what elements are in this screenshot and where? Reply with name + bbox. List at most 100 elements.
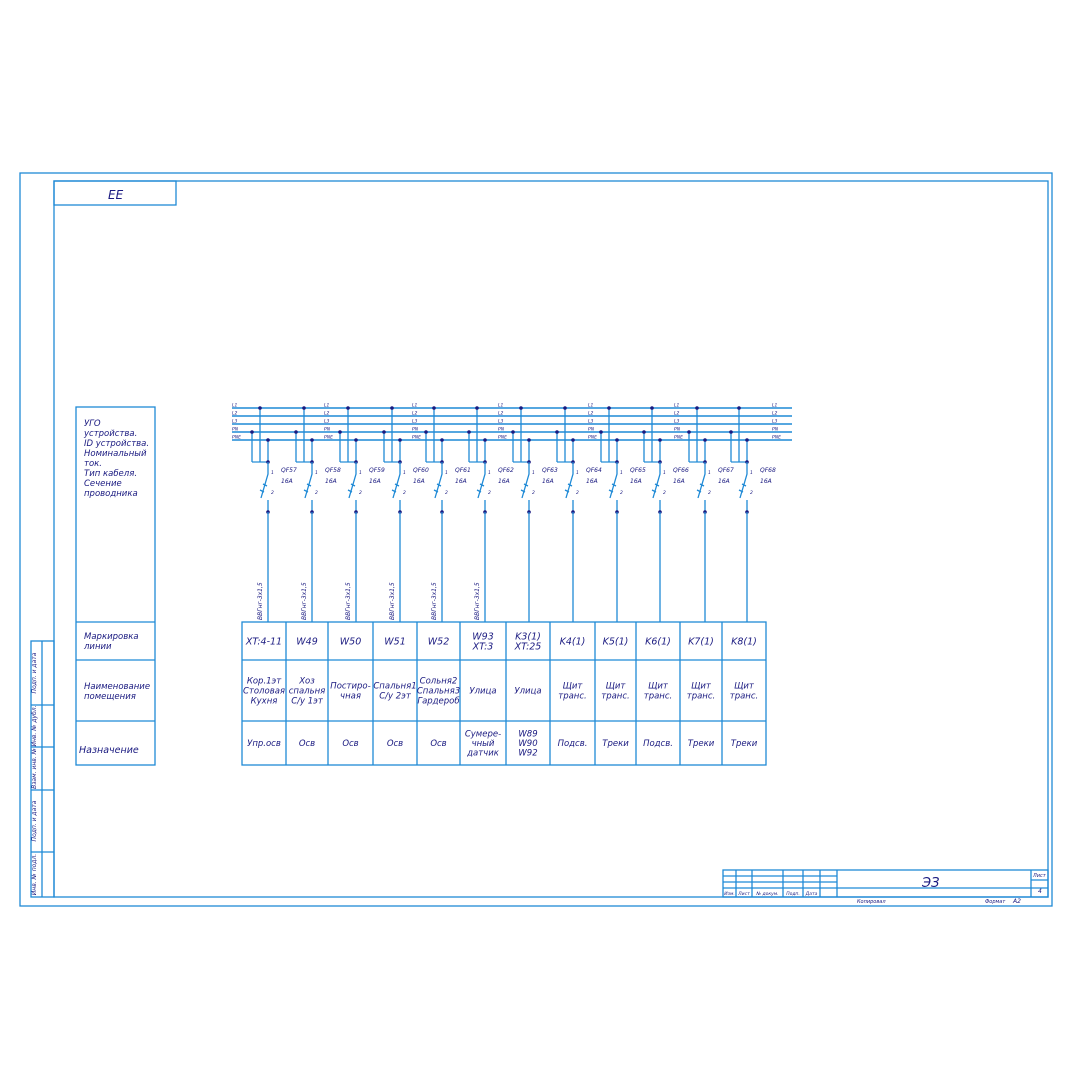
binding-label: Подп. и дата — [31, 800, 38, 841]
breaker-symbol — [391, 462, 401, 512]
line-marking: K3(1) — [515, 631, 541, 642]
binding-label: Взам. инв. № — [31, 748, 38, 789]
busbar-label: PNE — [232, 435, 241, 441]
breaker-pole-label: 2 — [576, 490, 579, 496]
junction-node — [382, 430, 386, 434]
breaker-pole-label: 2 — [445, 490, 448, 496]
room-name: Кухня — [251, 696, 278, 706]
breaker-id: QF65 — [630, 467, 646, 474]
busbar-label: PNE — [324, 435, 333, 441]
junction-node — [483, 438, 487, 442]
stamp-header: Дата — [805, 891, 818, 897]
breaker-id: QF58 — [325, 467, 341, 474]
breaker-rating: 16A — [498, 478, 510, 485]
breaker-symbol — [738, 462, 748, 512]
breaker-pole-label: 1 — [488, 470, 491, 476]
busbar-label: L3 — [588, 419, 594, 425]
breaker-pole-label: 1 — [708, 470, 711, 476]
room-name: транс. — [558, 691, 587, 701]
sheet-number: 4 — [1038, 888, 1042, 895]
breaker-rating: 16A — [281, 478, 293, 485]
junction-node — [398, 438, 402, 442]
junction-node — [527, 438, 531, 442]
line-purpose: Осв — [430, 739, 446, 749]
junction-node — [310, 438, 314, 442]
format-value: A2 — [1012, 898, 1021, 905]
busbar-label: L1 — [674, 403, 680, 409]
cable-type: ВВГнг-3х1,5 — [431, 582, 438, 620]
junction-node — [599, 430, 603, 434]
sheet-label: Лист — [1032, 873, 1047, 879]
junction-node — [424, 430, 428, 434]
busbar-label: PN — [674, 427, 681, 433]
breaker-pole-label: 2 — [488, 490, 491, 496]
busbar-label: L1 — [588, 403, 594, 409]
line-purpose: Осв — [299, 739, 315, 749]
line-marking: K5(1) — [603, 636, 629, 647]
busbar-label: PNE — [412, 435, 421, 441]
breaker-pole-label: 1 — [315, 470, 318, 476]
room-name: Спальня1 — [373, 681, 416, 691]
busbar-label: L2 — [674, 411, 680, 417]
breaker-pole-label: 1 — [620, 470, 623, 476]
legend-header-text: ток. — [84, 459, 102, 469]
breaker-symbol — [433, 462, 443, 512]
junction-node — [729, 430, 733, 434]
junction-node — [687, 430, 691, 434]
breaker-pole-label: 2 — [750, 490, 753, 496]
line-marking: K4(1) — [560, 636, 586, 647]
stamp-header: Изм. — [724, 891, 735, 897]
line-marking: W52 — [428, 636, 449, 647]
room-name: Улица — [514, 686, 541, 696]
room-name: транс. — [730, 691, 759, 701]
breaker-id: QF59 — [369, 467, 385, 474]
breaker-pole-label: 1 — [359, 470, 362, 476]
legend-marking-text: Маркировка — [84, 632, 139, 642]
busbar-label: L3 — [674, 419, 680, 425]
legend-box — [75, 406, 156, 766]
busbar-label: PN — [324, 427, 331, 433]
room-name: Постиро- — [330, 681, 370, 691]
copied-label: Копировал — [857, 899, 886, 905]
legend-header-text: УГО — [84, 419, 101, 429]
line-marking: XT:25 — [514, 641, 542, 652]
legend-header-text: Тип кабеля. — [84, 469, 137, 479]
breaker-pole-label: 2 — [315, 490, 318, 496]
line-purpose: датчик — [466, 748, 500, 758]
room-name: Щит — [734, 681, 755, 691]
junction-node — [266, 438, 270, 442]
busbar-label: PN — [498, 427, 505, 433]
junction-node — [703, 438, 707, 442]
corner-code-box — [53, 180, 177, 206]
stamp-header: Лист — [737, 891, 750, 897]
cable-type: ВВГнг-3х1,5 — [389, 582, 396, 620]
breaker-rating: 16A — [542, 478, 554, 485]
breaker-pole-label: 2 — [708, 490, 711, 496]
busbar-label: L1 — [772, 403, 778, 409]
breaker-symbol — [259, 462, 269, 512]
breaker-symbol — [303, 462, 313, 512]
line-marking: W50 — [340, 636, 361, 647]
busbar-label: PNE — [588, 435, 597, 441]
title-block — [722, 869, 1049, 898]
breaker-pole-label: 1 — [576, 470, 579, 476]
breaker-id: QF60 — [413, 467, 429, 474]
binding-label: Инв. № подл. — [31, 854, 38, 895]
stamp-header: Подп. — [786, 891, 800, 897]
breaker-rating: 16A — [673, 478, 685, 485]
junction-node — [650, 406, 654, 410]
breaker-pole-label: 2 — [532, 490, 535, 496]
room-name: Спальня3 — [417, 686, 460, 696]
line-purpose: Треки — [731, 739, 758, 749]
legend-header-text: проводника — [84, 489, 138, 499]
line-marking: K7(1) — [688, 636, 714, 647]
corner-code: ЕЕ — [108, 188, 124, 202]
breaker-pole-label: 1 — [532, 470, 535, 476]
busbar-label: L1 — [412, 403, 418, 409]
room-name: Столовая — [243, 686, 285, 696]
junction-node — [511, 430, 515, 434]
